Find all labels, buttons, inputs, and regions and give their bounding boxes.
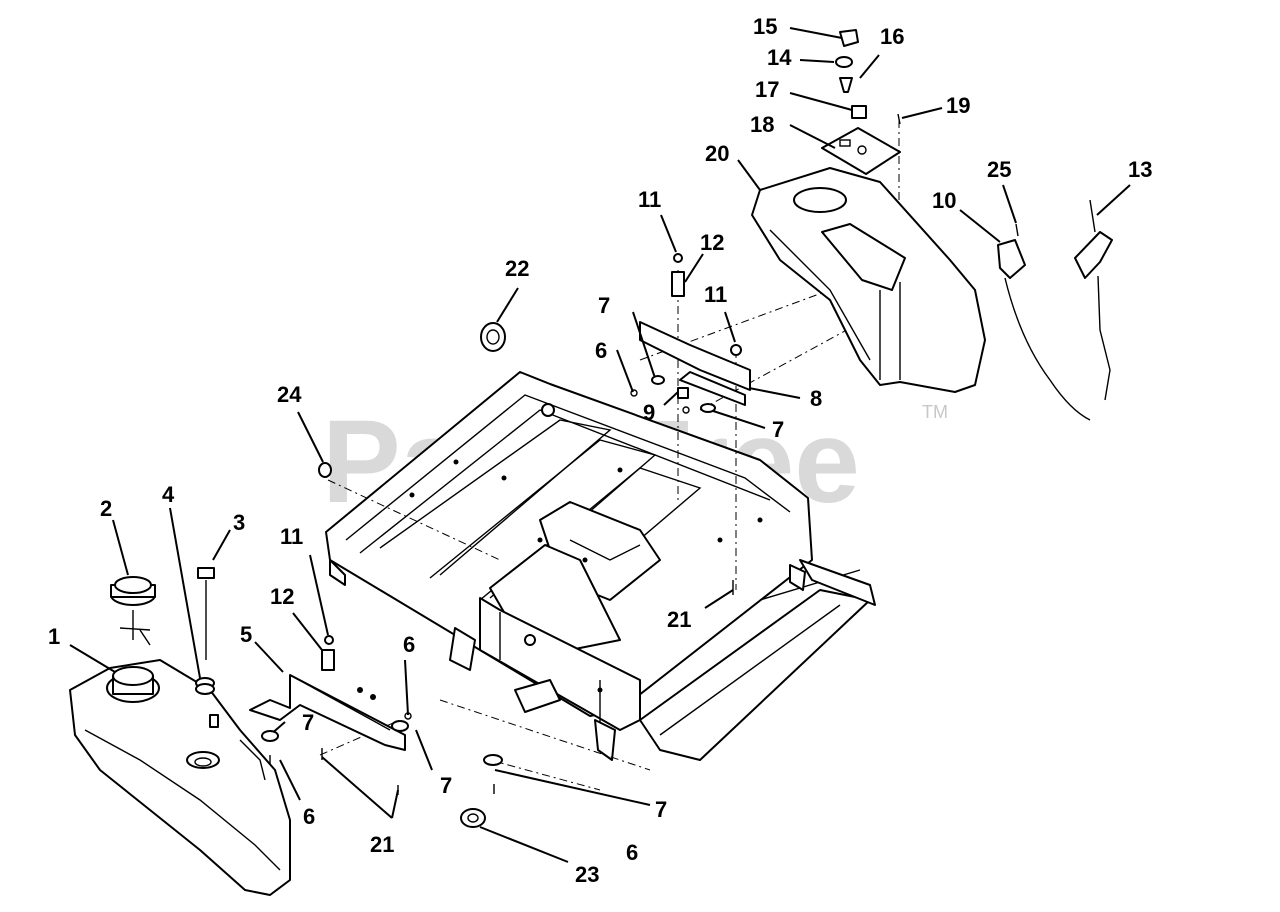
chassis-frame	[325, 371, 876, 761]
switch-plate	[821, 127, 901, 175]
callout-11-right: 11	[704, 282, 727, 307]
callout-18: 18	[750, 112, 774, 137]
grommet-22-hole	[486, 329, 500, 345]
callout-14: 14	[767, 45, 792, 70]
grommet-22	[480, 322, 506, 352]
callout-leaders	[69, 27, 1131, 863]
callout-4: 4	[162, 482, 175, 507]
callout-9: 9	[643, 400, 655, 425]
callout-5: 5	[240, 622, 252, 647]
callout-6-tank: 6	[303, 804, 315, 829]
fuel-cap	[110, 576, 156, 646]
callout-21-left: 21	[370, 832, 394, 857]
lower-standoff	[321, 635, 335, 671]
callout-22: 22	[505, 256, 529, 281]
grommet-23	[460, 808, 486, 828]
fuel-tank	[69, 659, 291, 896]
callout-11-upper: 11	[638, 187, 661, 212]
callout-7-upper: 7	[598, 293, 610, 318]
fasteners	[261, 375, 734, 795]
callout-1: 1	[48, 624, 60, 649]
bushing-24	[318, 462, 332, 478]
throttle-control	[997, 199, 1113, 421]
fender-pod	[751, 167, 986, 393]
callout-7-mid: 7	[440, 773, 452, 798]
callout-6-upper: 6	[595, 338, 607, 363]
callout-6-bracket: 6	[403, 632, 415, 657]
callout-2: 2	[100, 496, 112, 521]
callout-19: 19	[946, 93, 970, 118]
callout-17: 17	[755, 77, 779, 102]
callout-12-left: 12	[270, 584, 294, 609]
tank-mount-bracket	[249, 674, 406, 751]
callout-7-bracket: 7	[302, 710, 314, 735]
callout-6-lower: 6	[626, 840, 638, 865]
callout-13: 13	[1128, 157, 1152, 182]
grommet-23-hole	[467, 813, 479, 823]
vent-grommet	[197, 567, 215, 660]
callout-8: 8	[810, 386, 822, 411]
callout-15: 15	[753, 14, 777, 39]
upper-standoff	[671, 253, 742, 356]
callout-21-right: 21	[667, 607, 691, 632]
callout-25: 25	[987, 157, 1011, 182]
key-switch-parts	[835, 29, 901, 125]
callout-12-upper: 12	[700, 230, 724, 255]
callout-24: 24	[277, 382, 302, 407]
callout-23: 23	[575, 862, 599, 887]
callout-labels: 1 2 3 4 5 6 6 6 6 7 7 7 7 7 8 9 10 11 11…	[48, 14, 1152, 887]
watermark-trademark: TM	[922, 402, 948, 422]
callout-7-lower: 7	[655, 797, 667, 822]
callout-11-left: 11	[280, 524, 303, 549]
callout-20: 20	[705, 141, 729, 166]
callout-10: 10	[932, 188, 956, 213]
callout-3: 3	[233, 510, 245, 535]
tank-bushing	[195, 677, 215, 695]
callout-7-right: 7	[772, 417, 784, 442]
callout-16: 16	[880, 24, 904, 49]
seat-brackets	[639, 321, 751, 406]
